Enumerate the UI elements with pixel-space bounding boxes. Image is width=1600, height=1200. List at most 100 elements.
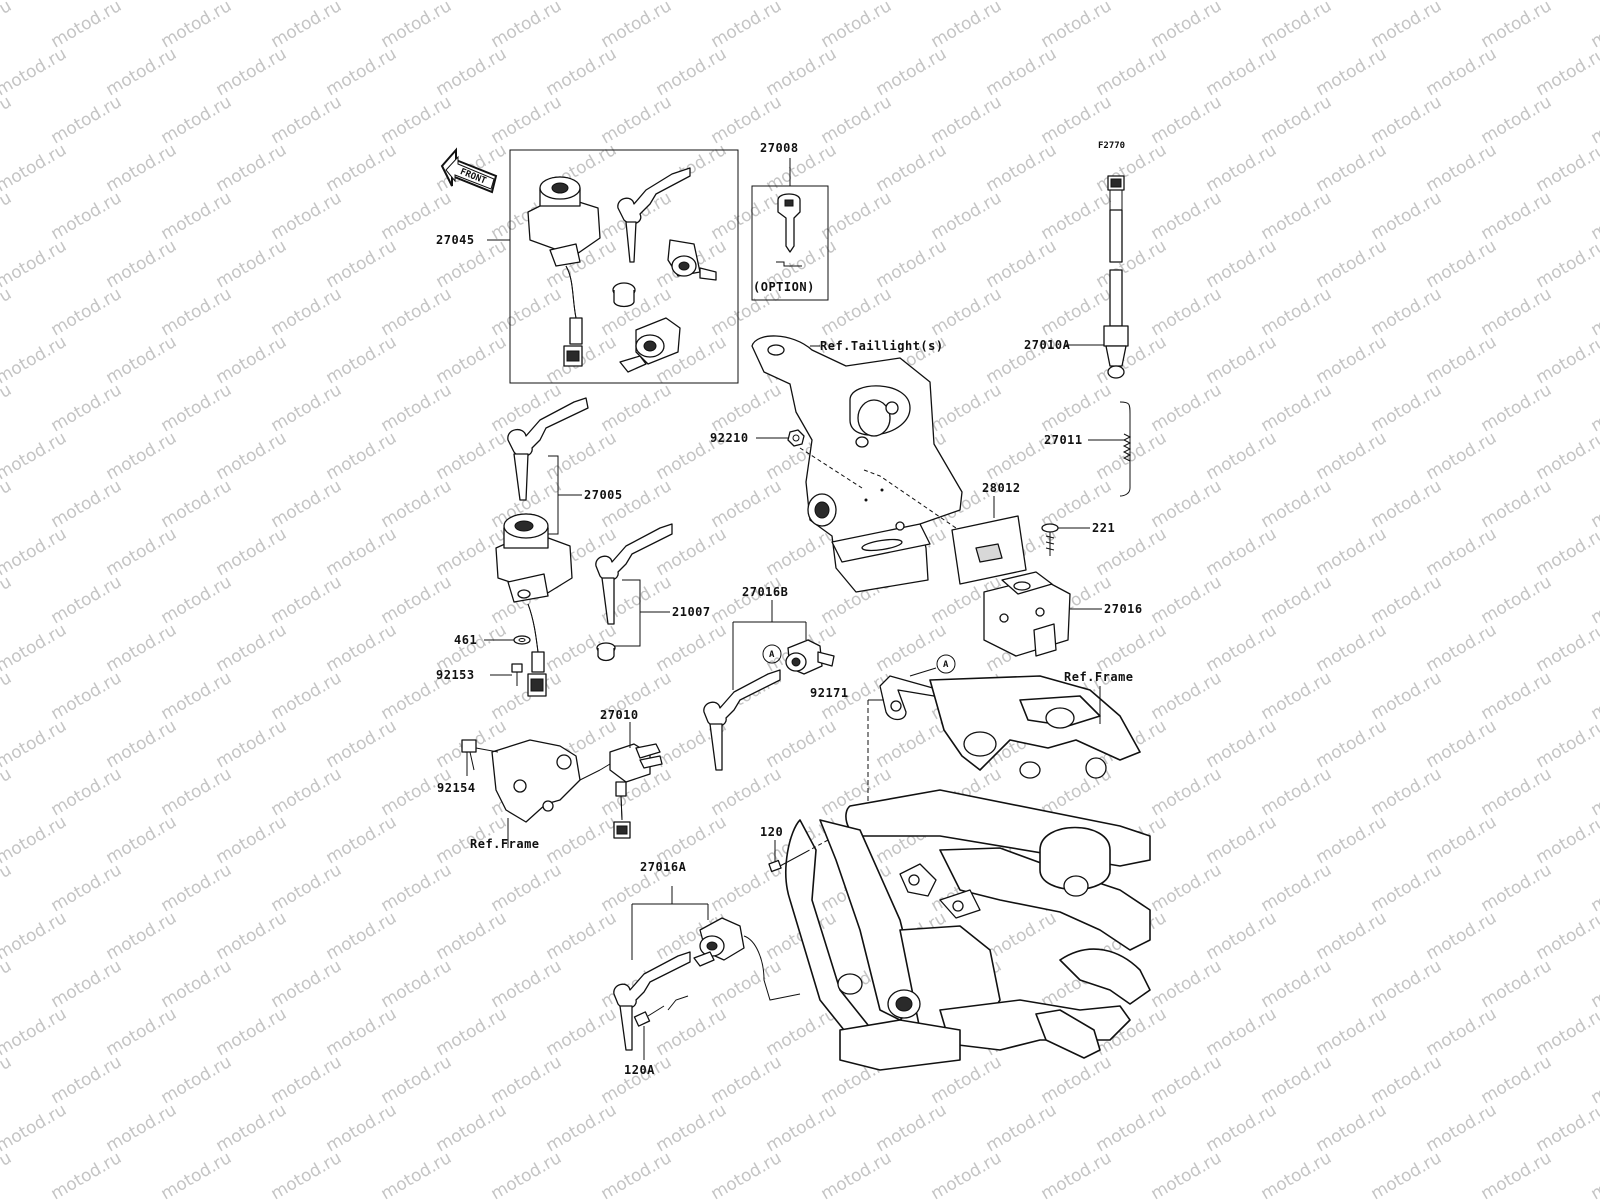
taillight-bracket bbox=[751, 335, 963, 593]
key-set-21007 bbox=[595, 523, 673, 662]
watermark-text: motod.ru bbox=[1533, 236, 1600, 292]
frame-bracket-left bbox=[461, 739, 581, 836]
watermark-text: motod.ru bbox=[1588, 476, 1600, 532]
watermark-text: motod.ru bbox=[1533, 620, 1600, 676]
watermark-text: motod.ru bbox=[0, 668, 15, 724]
watermark-text: motod.ru bbox=[1533, 812, 1600, 868]
spring-27011 bbox=[1088, 401, 1132, 497]
ref-frame-label-right: Ref.Frame bbox=[1064, 670, 1134, 684]
watermark-text: motod.ru bbox=[0, 524, 70, 580]
part-number-221: 221 bbox=[1092, 521, 1115, 535]
ignition-switch-27005 bbox=[495, 397, 589, 697]
watermark-text: motod.ru bbox=[1588, 188, 1600, 244]
part-number-27008: 27008 bbox=[760, 141, 799, 155]
watermark-text: motod.ru bbox=[0, 188, 15, 244]
watermark-text: motod.ru bbox=[0, 860, 15, 916]
watermark-text: motod.ru bbox=[708, 1148, 786, 1200]
part-number-27016A: 27016A bbox=[640, 860, 687, 874]
watermark-text: motod.ru bbox=[1148, 1148, 1226, 1200]
watermark-text: motod.ru bbox=[0, 908, 70, 964]
part-number-92154: 92154 bbox=[437, 781, 476, 795]
part-number-27045: 27045 bbox=[436, 233, 475, 247]
bolt-92153 bbox=[490, 663, 523, 686]
washer-461 bbox=[484, 635, 531, 645]
ref-mark-a-1: A bbox=[769, 650, 775, 660]
part-number-28012: 28012 bbox=[982, 481, 1021, 495]
watermark-text: motod.ru bbox=[1588, 284, 1600, 340]
watermark-text: motod.ru bbox=[0, 476, 15, 532]
watermark-text: motod.ru bbox=[0, 0, 70, 4]
watermark-text: motod.ru bbox=[0, 620, 70, 676]
watermark-text: motod.ru bbox=[1533, 428, 1600, 484]
part-number-92210: 92210 bbox=[710, 431, 749, 445]
option-key-box bbox=[751, 158, 829, 301]
switch-27010 bbox=[559, 722, 663, 839]
watermark-text: motod.ru bbox=[598, 1148, 676, 1200]
watermark-text: motod.ru bbox=[0, 92, 15, 148]
part-number-92171: 92171 bbox=[810, 686, 849, 700]
part-number-27016: 27016 bbox=[1104, 602, 1143, 616]
lock-set-27016A bbox=[613, 886, 801, 1051]
watermark-text: motod.ru bbox=[0, 428, 70, 484]
watermark-text: motod.ru bbox=[1588, 1052, 1600, 1108]
ignition-kit-box bbox=[487, 149, 739, 384]
watermark-text: motod.ru bbox=[818, 1148, 896, 1200]
part-number-92153: 92153 bbox=[436, 668, 475, 682]
ref-mark-a-2: A bbox=[943, 660, 949, 670]
rear-frame bbox=[785, 675, 1151, 1071]
watermark-text: motod.ru bbox=[0, 332, 70, 388]
watermark-text: motod.ru bbox=[1533, 1004, 1600, 1060]
watermark-text: motod.ru bbox=[48, 1148, 126, 1200]
watermark-text: motod.ru bbox=[0, 236, 70, 292]
watermark-text: motod.ru bbox=[0, 572, 15, 628]
watermark-text: motod.ru bbox=[158, 1148, 236, 1200]
watermark-text: motod.ru bbox=[1038, 1148, 1116, 1200]
watermark-text: motod.ru bbox=[1588, 668, 1600, 724]
part-number-27005: 27005 bbox=[584, 488, 623, 502]
part-number-120: 120 bbox=[760, 825, 783, 839]
watermark-text: motod.ru bbox=[928, 1148, 1006, 1200]
part-number-120A: 120A bbox=[624, 1063, 655, 1077]
nut-92210 bbox=[756, 429, 805, 447]
watermark-text: motod.ru bbox=[488, 1148, 566, 1200]
watermark-text: motod.ru bbox=[1588, 380, 1600, 436]
part-number-27011: 27011 bbox=[1044, 433, 1083, 447]
reflector-28012 bbox=[951, 496, 1027, 585]
callout-labels: 27045 27008 (OPTION) F2770 27010A Ref.Ta… bbox=[436, 141, 1143, 1077]
watermark-text: motod.ru bbox=[1533, 44, 1600, 100]
watermark-text: motod.ru bbox=[1588, 1148, 1600, 1200]
watermark-text: motod.ru bbox=[0, 1052, 15, 1108]
watermark-text: motod.ru bbox=[0, 764, 15, 820]
screw-221 bbox=[1041, 523, 1090, 556]
watermark-text: motod.ru bbox=[1588, 572, 1600, 628]
watermark-text: motod.ru bbox=[0, 1100, 70, 1156]
watermark-text: motod.ru bbox=[1588, 764, 1600, 820]
watermark-text: motod.ru bbox=[0, 956, 15, 1012]
watermark-text: motod.ru bbox=[0, 380, 15, 436]
watermark-text: motod.ru bbox=[1533, 140, 1600, 196]
watermark-text: motod.ru bbox=[1368, 1148, 1446, 1200]
watermark-text: motod.ru bbox=[1533, 1100, 1600, 1156]
ref-taillights-label: Ref.Taillight(s) bbox=[820, 339, 944, 353]
watermark-text: motod.ru bbox=[0, 0, 15, 52]
watermark-text: motod.ru bbox=[1533, 524, 1600, 580]
lock-body-27016 bbox=[983, 571, 1102, 657]
lock-set-27016B bbox=[703, 600, 835, 771]
watermark-text: motod.ru bbox=[0, 1148, 15, 1200]
watermark-text: motod.ru bbox=[0, 284, 15, 340]
part-number-F2770: F2770 bbox=[1098, 141, 1125, 151]
watermark-text: motod.ru bbox=[0, 44, 70, 100]
stop-switch-27010A bbox=[1066, 175, 1129, 379]
watermark-text: motod.ru bbox=[1478, 1148, 1556, 1200]
bolt-120 bbox=[768, 839, 829, 873]
watermark-text: motod.ru bbox=[1588, 860, 1600, 916]
watermark-text: motod.ru bbox=[1533, 716, 1600, 772]
option-label: (OPTION) bbox=[753, 280, 815, 294]
part-number-21007: 21007 bbox=[672, 605, 711, 619]
watermark-text: motod.ru bbox=[378, 1148, 456, 1200]
front-arrow: FRONT bbox=[440, 147, 498, 194]
watermark-text: motod.ru bbox=[0, 812, 70, 868]
